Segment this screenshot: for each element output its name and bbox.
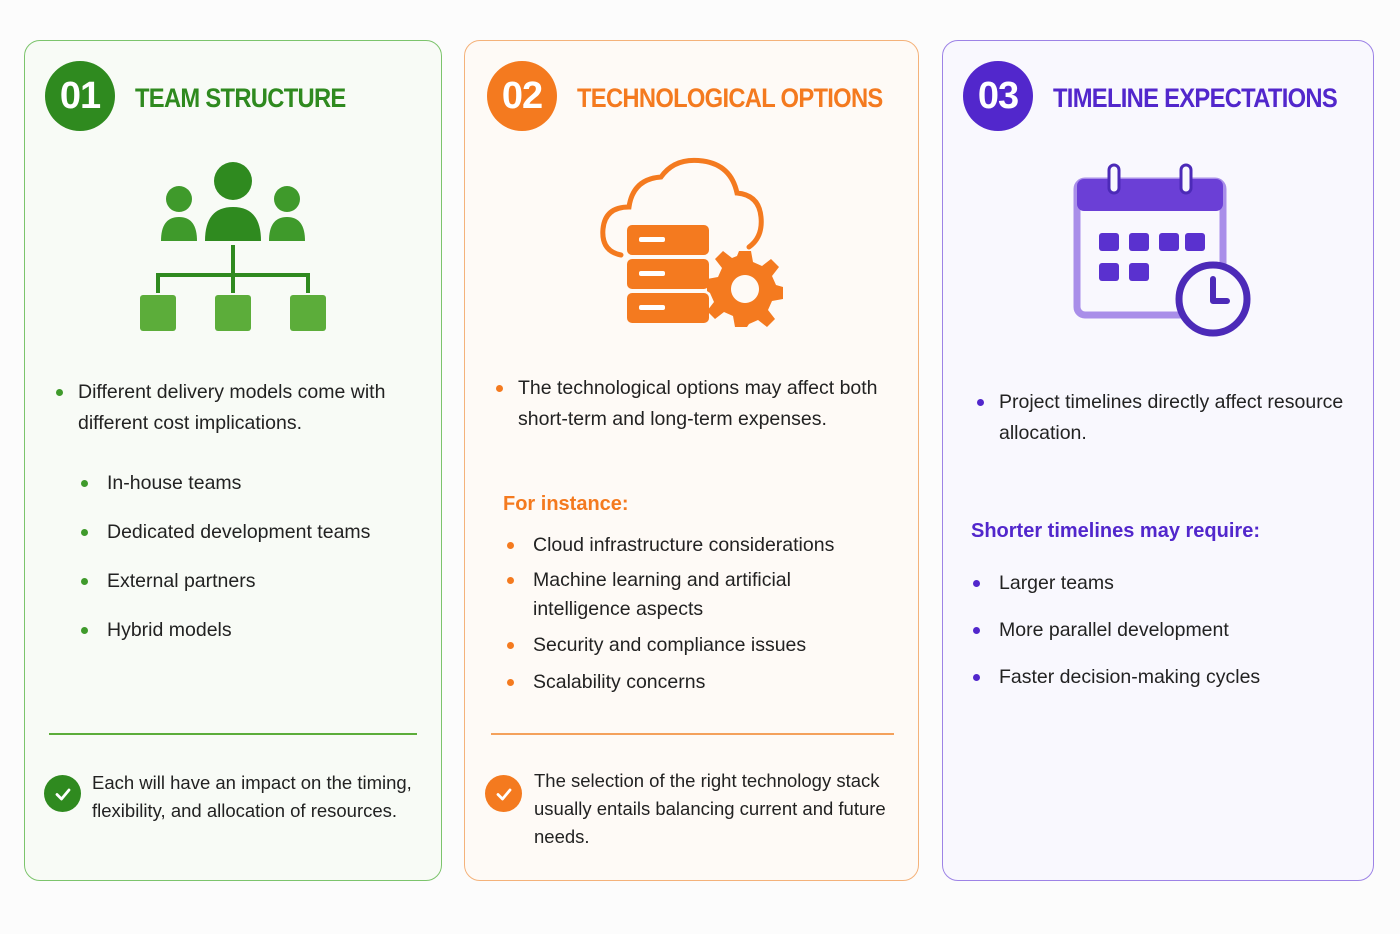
bullet-text: The technological options may affect bot… xyxy=(518,377,878,430)
card-team-structure: 01 TEAM STRUCTURE Different delivery mod… xyxy=(24,40,442,881)
divider xyxy=(49,733,417,735)
calendar-clock-icon xyxy=(1073,161,1253,346)
list-item: Faster decision-making cycles xyxy=(973,663,1261,692)
divider xyxy=(491,733,894,735)
card-title: TIMELINE EXPECTATIONS xyxy=(1053,83,1338,113)
list-item-label: Hybrid models xyxy=(107,619,232,641)
list-item-label: In-house teams xyxy=(107,472,242,494)
card-technological-options: 02 TECHNOLOGICAL OPTIONS The technologic… xyxy=(464,40,919,881)
list-item-label: Security and compliance issues xyxy=(533,634,807,656)
checkmark-icon xyxy=(44,775,81,812)
list-item: External partners xyxy=(81,567,256,596)
list-item: Cloud infrastructure considerations xyxy=(507,531,893,560)
summary-note: Each will have an impact on the timing, … xyxy=(92,772,412,821)
list-item: Hybrid models xyxy=(81,616,232,645)
list-item: More parallel development xyxy=(973,616,1229,645)
card-title: TEAM STRUCTURE xyxy=(135,83,346,113)
subheading: For instance: xyxy=(503,493,629,515)
bullet-item: Project timelines directly affect resour… xyxy=(977,387,1349,449)
subheading: Shorter timelines may require: xyxy=(971,520,1260,542)
bullet-dot xyxy=(56,389,63,396)
bullet-dot xyxy=(81,627,88,634)
list-item-label: Cloud infrastructure considerations xyxy=(533,534,835,556)
list-item-label: Scalability concerns xyxy=(533,671,706,693)
list-item: In-house teams xyxy=(81,469,242,498)
org-chart-icon xyxy=(133,159,333,340)
list-item-label: Dedicated development teams xyxy=(107,521,371,543)
list-item: Security and compliance issues xyxy=(507,631,893,660)
bullet-dot xyxy=(81,480,88,487)
summary-note: The selection of the right technology st… xyxy=(534,770,886,847)
bullet-dot xyxy=(81,578,88,585)
bullet-dot xyxy=(973,627,980,634)
card-title: TECHNOLOGICAL OPTIONS xyxy=(577,83,883,113)
step-number-badge: 03 xyxy=(963,61,1033,131)
list-item-label: More parallel development xyxy=(999,619,1229,641)
bullet-dot xyxy=(977,399,984,406)
bullet-text: Project timelines directly affect resour… xyxy=(999,391,1344,444)
step-number-badge: 01 xyxy=(45,61,115,131)
list-item-label: External partners xyxy=(107,570,256,592)
list-item: Scalability concerns xyxy=(507,668,893,697)
list-item: Larger teams xyxy=(973,569,1114,598)
list-item: Machine learning and artificial intellig… xyxy=(507,566,833,624)
list-item-label: Machine learning and artificial intellig… xyxy=(533,569,791,620)
bullet-dot xyxy=(507,577,514,584)
bullet-dot xyxy=(507,679,514,686)
list-item-label: Faster decision-making cycles xyxy=(999,666,1261,688)
cloud-server-gear-icon xyxy=(599,155,789,340)
bullet-dot xyxy=(81,529,88,536)
bullet-item: The technological options may affect bot… xyxy=(496,373,888,435)
bullet-dot xyxy=(973,580,980,587)
step-number-badge: 02 xyxy=(487,61,557,131)
bullet-dot xyxy=(507,642,514,649)
bullet-item: Different delivery models come with diff… xyxy=(56,377,428,439)
list-item-label: Larger teams xyxy=(999,572,1114,594)
card-timeline-expectations: 03 TIMELINE EXPECTATIONS Project timelin… xyxy=(942,40,1374,881)
bullet-dot xyxy=(496,385,503,392)
list-item: Dedicated development teams xyxy=(81,518,371,547)
checkmark-icon xyxy=(485,775,522,812)
bullet-text: Different delivery models come with diff… xyxy=(78,381,386,434)
bullet-dot xyxy=(973,674,980,681)
bullet-dot xyxy=(507,542,514,549)
